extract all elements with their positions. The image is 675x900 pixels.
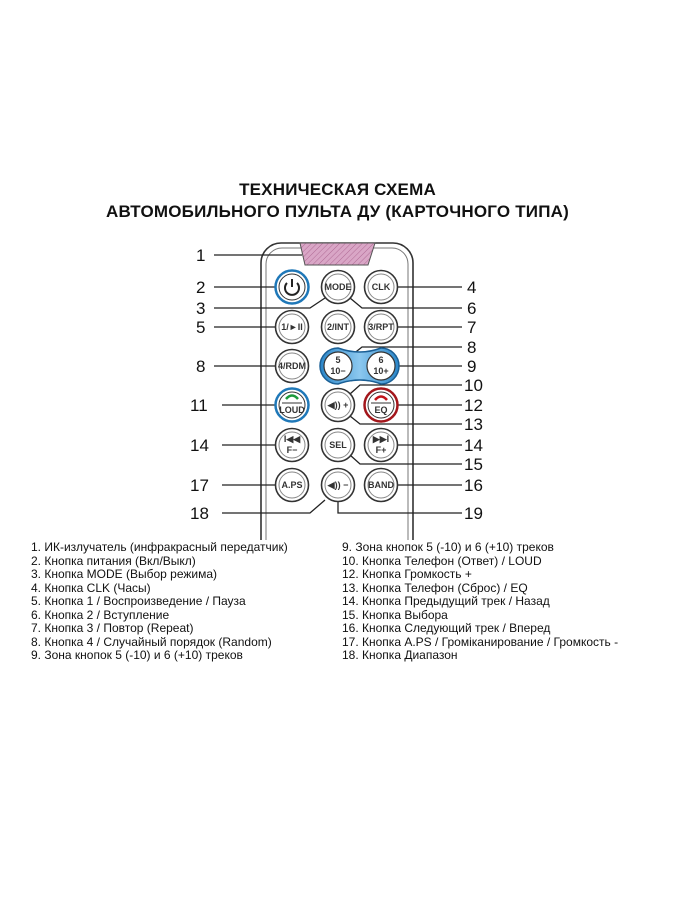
- previous-track-button[interactable]: I◀◀ F−: [274, 427, 310, 463]
- mode-label: MODE: [325, 282, 352, 292]
- button-4-label: 4/RDM: [278, 361, 306, 371]
- legend-item: 14. Кнопка Предыдущий трек / Назад: [342, 594, 550, 608]
- button-6-sub-label: 10+: [373, 366, 388, 376]
- callout-number: 5: [196, 318, 205, 337]
- callout-number: 16: [464, 476, 483, 495]
- callout-number: 11: [190, 396, 208, 415]
- callouts-left: 1 2 3 5 8 11 14 17 18: [190, 246, 209, 523]
- button-4-rdm[interactable]: 4/RDM: [274, 348, 310, 384]
- legend-item: 13. Кнопка Телефон (Сброс) / EQ: [342, 580, 528, 595]
- legend-item: 8. Кнопка 4 / Случайный порядок (Random): [31, 634, 272, 649]
- callout-number: 13: [464, 415, 483, 434]
- button-1-play-pause[interactable]: 1/►II: [274, 309, 310, 345]
- clk-button[interactable]: CLK: [363, 269, 399, 305]
- phone-hangup-icon: [374, 395, 388, 401]
- callout-number: 12: [464, 396, 483, 415]
- callout-number: 19: [464, 504, 483, 523]
- volume-up-button[interactable]: ◀)) +: [320, 387, 356, 423]
- callout-number: 8: [196, 357, 205, 376]
- callout-number: 14: [190, 436, 209, 455]
- sel-button[interactable]: SEL: [320, 427, 356, 463]
- callout-number: 7: [467, 318, 476, 337]
- callout-number: 3: [196, 299, 205, 318]
- next-label: F+: [376, 445, 387, 455]
- leader-lines: [214, 254, 462, 514]
- legend-item: 9. Зона кнопок 5 (-10) и 6 (+10) треков: [31, 648, 243, 662]
- legend-item: 6. Кнопка 2 / Вступление: [31, 607, 170, 622]
- title-line-2: АВТОМОБИЛЬНОГО ПУЛЬТА ДУ (КАРТОЧНОГО ТИП…: [105, 202, 569, 221]
- legend-item: 7. Кнопка 3 / Повтор (Repeat): [31, 621, 194, 635]
- legend-item: 2. Кнопка питания (Вкл/Выкл): [31, 553, 196, 568]
- button-3-rpt[interactable]: 3/RPT: [363, 309, 399, 345]
- clk-label: CLK: [372, 282, 391, 292]
- legend-item: 17. Кнопка A.PS / Громіканирование / Гро…: [342, 634, 619, 649]
- next-track-button[interactable]: ▶▶I F+: [363, 427, 399, 463]
- title-line-1: ТЕХНИЧЕСКАЯ СХЕМА: [239, 180, 436, 199]
- volume-up-label: ◀)) +: [327, 400, 349, 410]
- callout-number: 6: [467, 299, 476, 318]
- legend-item: 12. Кнопка Громкость +: [342, 567, 472, 581]
- legend-item: 16. Кнопка Следующий трек / Вперед: [342, 621, 551, 635]
- button-6-plus-10[interactable]: 6 10+: [366, 351, 396, 381]
- callout-number: 1: [196, 246, 205, 265]
- callout-number: 9: [467, 357, 476, 376]
- legend-item: 3. Кнопка MODE (Выбор режима): [31, 567, 218, 581]
- button-6-label: 6: [378, 355, 383, 365]
- legend-left: 1. ИК-излучатель (инфракрасный передатчи…: [31, 540, 288, 663]
- legend-item: 18. Кнопка Диапазон: [342, 648, 458, 662]
- button-5-label: 5: [335, 355, 340, 365]
- band-button[interactable]: BAND: [363, 467, 399, 503]
- band-label: BAND: [368, 480, 394, 490]
- phone-answer-icon: [285, 394, 299, 400]
- previous-icon: I◀◀: [284, 434, 301, 444]
- power-icon: [284, 279, 300, 296]
- legend-item: 4. Кнопка CLK (Часы): [31, 580, 151, 595]
- power-button[interactable]: [274, 269, 310, 305]
- phone-answer-loud-button[interactable]: LOUD: [274, 387, 310, 423]
- mode-button[interactable]: MODE: [320, 269, 356, 305]
- loud-label: LOUD: [279, 405, 305, 415]
- button-3-label: 3/RPT: [368, 322, 394, 332]
- button-1-label: 1/►II: [281, 322, 302, 332]
- callout-number: 4: [467, 278, 476, 297]
- remote-diagram: MODE CLK 1/►II 2/INT 3/RPT 4/RDM 5 10− 6…: [190, 242, 483, 540]
- button-2-int[interactable]: 2/INT: [320, 309, 356, 345]
- callout-number: 17: [190, 476, 209, 495]
- legend-item: 5. Кнопка 1 / Воспроизведение / Пауза: [31, 594, 246, 608]
- legend-item: 15. Кнопка Выбора: [342, 607, 448, 622]
- legend-item: 9. Зона кнопок 5 (-10) и 6 (+10) треков: [342, 540, 554, 554]
- aps-button[interactable]: A.PS: [274, 467, 310, 503]
- callouts-right: 4 6 7 8 9 10 12 13 14 15 16 19: [464, 278, 483, 523]
- previous-label: F−: [287, 445, 298, 455]
- callout-number: 18: [190, 504, 209, 523]
- callout-number: 15: [464, 455, 483, 474]
- eq-label: EQ: [374, 405, 387, 415]
- ir-emitter: [299, 242, 376, 266]
- volume-down-label: ◀)) −: [327, 480, 349, 490]
- legend-item: 10. Кнопка Телефон (Ответ) / LOUD: [342, 553, 542, 568]
- volume-down-button[interactable]: ◀)) −: [320, 467, 356, 503]
- button-5-minus-10[interactable]: 5 10−: [323, 351, 353, 381]
- legend-right: 9. Зона кнопок 5 (-10) и 6 (+10) треков …: [342, 540, 619, 663]
- callout-number: 2: [196, 278, 205, 297]
- aps-label: A.PS: [281, 480, 302, 490]
- phone-hangup-eq-button[interactable]: EQ: [363, 387, 399, 423]
- sel-label: SEL: [329, 440, 347, 450]
- callout-number: 10: [464, 376, 483, 395]
- legend-item: 1. ИК-излучатель (инфракрасный передатчи…: [31, 540, 288, 554]
- button-5-sub-label: 10−: [330, 366, 345, 376]
- button-2-label: 2/INT: [327, 322, 350, 332]
- next-icon: ▶▶I: [372, 434, 389, 444]
- callout-number: 14: [464, 436, 483, 455]
- callout-number: 8: [467, 338, 476, 357]
